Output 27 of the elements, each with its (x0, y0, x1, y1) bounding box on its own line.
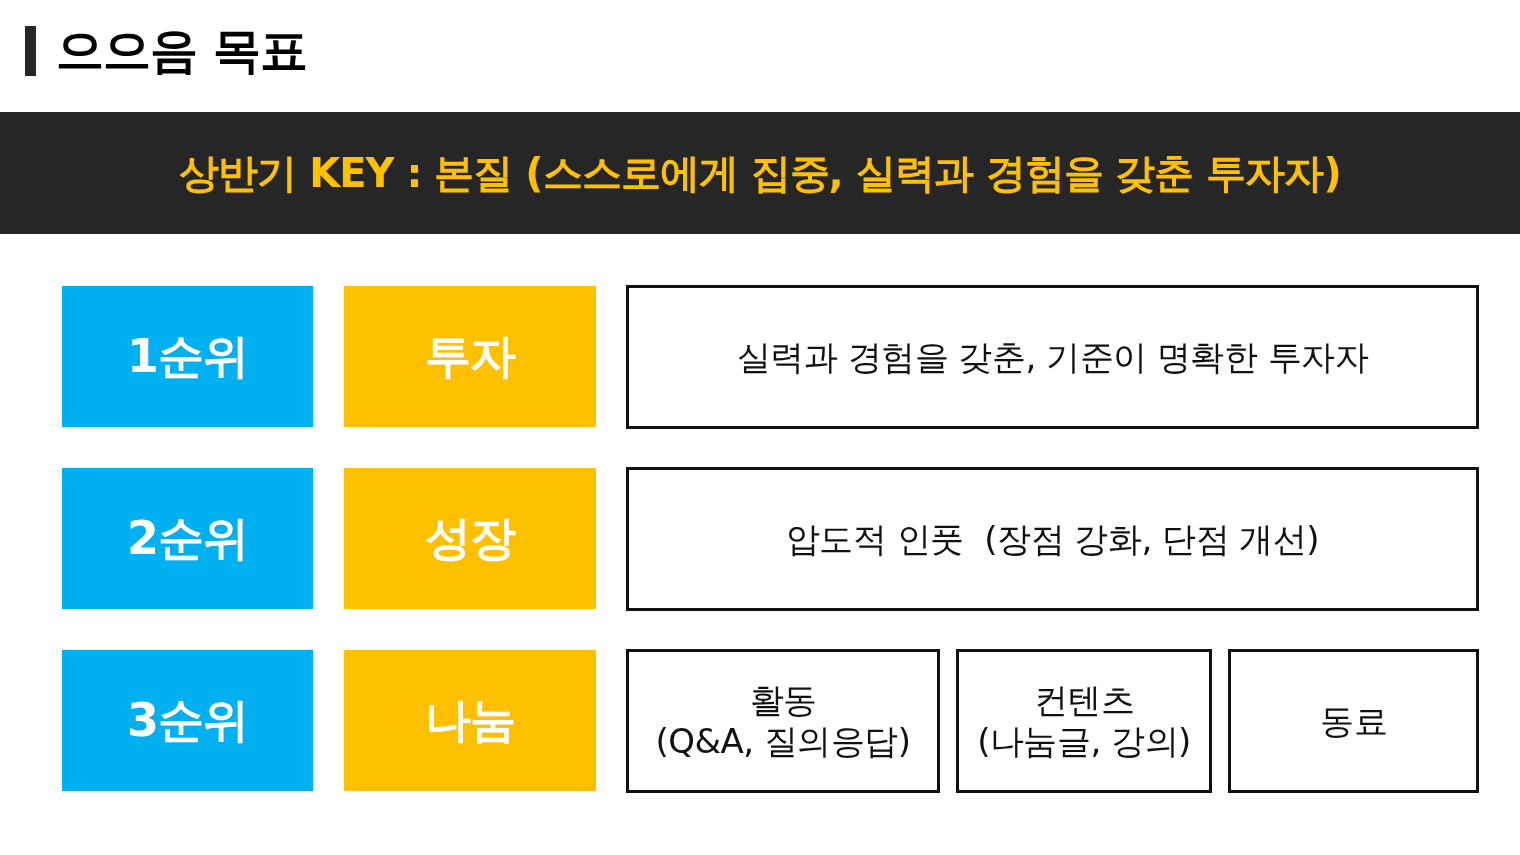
description-box (626, 467, 1479, 611)
rank-box (62, 468, 313, 609)
category-box (344, 468, 596, 609)
page-title: 으으음 목표 (56, 21, 307, 80)
banner-text: 상반기 KEY : 본질 (스스로에게 집중, 실력과 경험을 갖춘 투자자) (179, 149, 1341, 197)
category-box (344, 286, 596, 427)
rank-box (62, 286, 313, 427)
description-detail: (나눔글, 강의) (977, 721, 1191, 762)
category-label: 투자 (425, 328, 515, 385)
category-box (344, 650, 596, 791)
description-text: 활동 (749, 680, 817, 721)
description-text: 실력과 경험을 갖춘, 기준이 명확한 투자자 (736, 336, 1369, 378)
description-text: 동료 (1320, 700, 1387, 742)
banner (0, 112, 1520, 234)
rank-label: 2순위 (127, 510, 248, 567)
description-box (626, 285, 1479, 429)
description-box (1228, 649, 1479, 793)
category-label: 나눔 (425, 692, 515, 749)
description-detail: (Q&A, 질의응답) (655, 721, 911, 762)
rank-box (62, 650, 313, 791)
category-label: 성장 (425, 510, 515, 567)
description-box (626, 649, 940, 793)
description-text: 압도적 인풋 (장점 강화, 단점 개선) (785, 518, 1320, 560)
description-box (956, 649, 1212, 793)
rank-label: 3순위 (127, 692, 248, 749)
rank-label: 1순위 (127, 328, 248, 385)
description-text: 컨텐츠 (1033, 680, 1135, 721)
